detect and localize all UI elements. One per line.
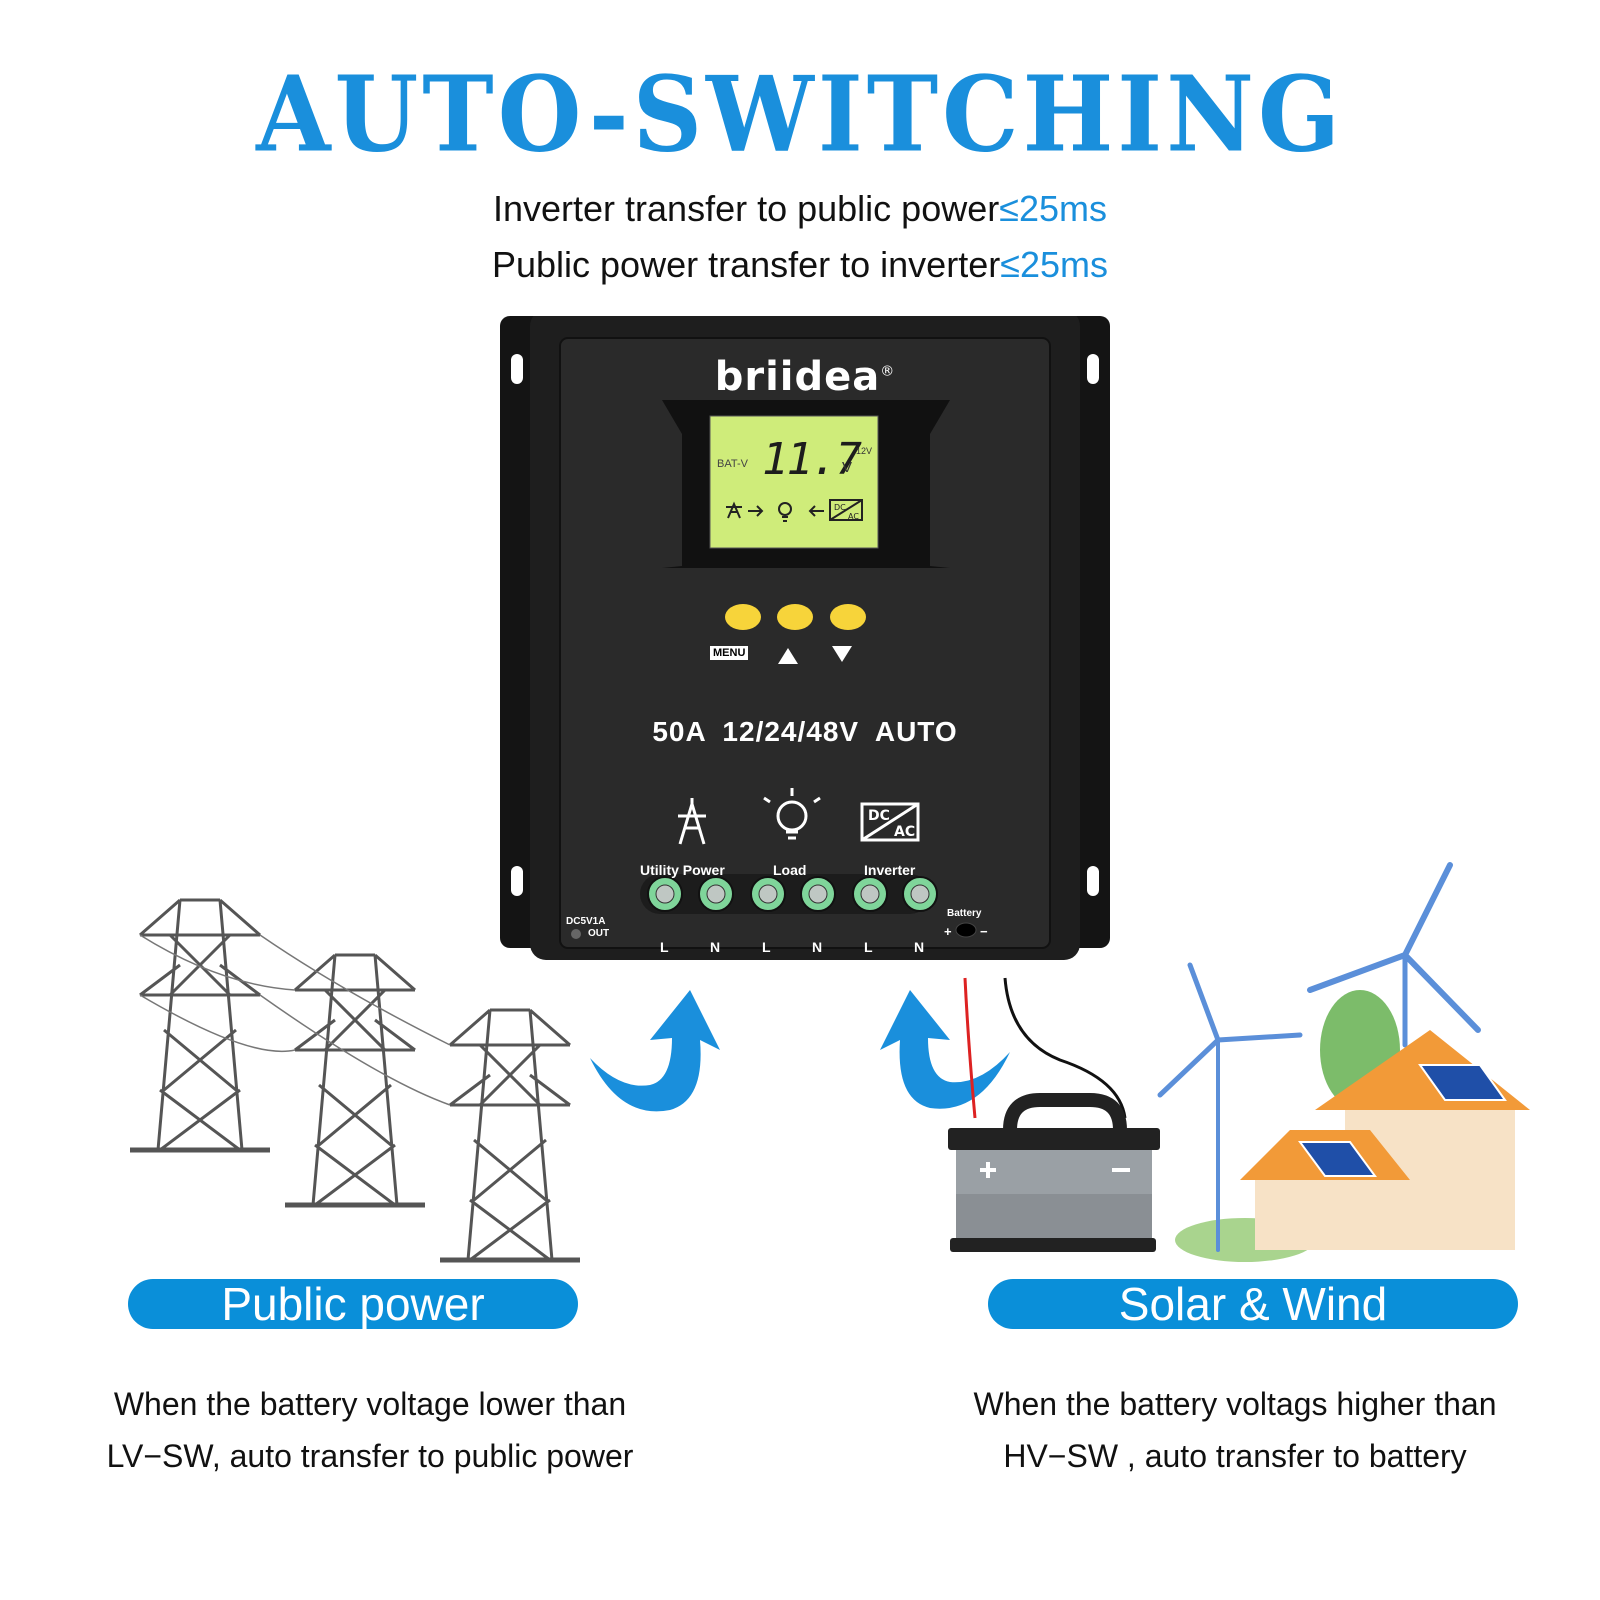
spec-line-value: ≤25ms <box>1000 244 1108 285</box>
menu-label: MENU <box>710 646 749 660</box>
arrow-up-icon <box>880 990 1010 1109</box>
terminal-screw-head <box>655 884 675 904</box>
terminal-label-load: Load <box>773 862 807 878</box>
svg-text:DC: DC <box>868 808 890 824</box>
battery-port-label: Battery <box>947 908 982 919</box>
terminal-label-inverter: Inverter <box>864 862 916 878</box>
menu-button[interactable] <box>725 604 761 630</box>
terminal-letter: N <box>812 939 823 955</box>
svg-text:AC: AC <box>894 824 915 840</box>
svg-text:DC: DC <box>834 503 846 512</box>
up-button[interactable] <box>777 604 813 630</box>
battery-minus: − <box>980 924 988 939</box>
lcd-voltage-reading: 11.7 <box>762 434 862 485</box>
lcd-label: BAT-V <box>717 458 748 470</box>
spec-line-public-to-inverter: Public power transfer to inverter≤25ms <box>0 244 1600 286</box>
description-line: When the battery voltage lower than <box>113 1386 627 1422</box>
spec-line-value: ≤25ms <box>999 188 1108 229</box>
battery-plus: + <box>944 924 952 939</box>
usb-label: DC5V1A <box>566 916 606 927</box>
description-line: HV−SW , auto transfer to battery <box>1003 1438 1467 1474</box>
public-power-pill: Public power <box>128 1279 578 1329</box>
usb-sub-label: OUT <box>588 928 610 939</box>
spec-line-inverter-to-public: Inverter transfer to public power≤25ms <box>0 188 1600 230</box>
public-power-description: When the battery voltage lower than LV−S… <box>30 1378 710 1482</box>
terminal-screw-head <box>706 884 726 904</box>
terminal-screw-head <box>808 884 828 904</box>
terminal-screw-head <box>910 884 930 904</box>
house-icon <box>1240 1030 1530 1250</box>
charge-controller: DC AC DC AC briidea® BAT-V 11.7 V 12V ME… <box>500 316 1110 976</box>
page-title: AUTO-SWITCHING <box>256 53 1344 176</box>
terminal-label-utility: Utility Power <box>640 862 725 878</box>
description-line: When the battery voltags higher than <box>973 1386 1497 1422</box>
arrow-up-icon <box>590 990 720 1112</box>
solar-wind-description: When the battery voltags higher than HV−… <box>920 1378 1550 1482</box>
description-line: LV−SW, auto transfer to public power <box>106 1438 634 1474</box>
brand-logo: briidea® <box>714 354 896 400</box>
terminal-letter: L <box>864 939 873 955</box>
down-button[interactable] <box>830 604 866 630</box>
lcd-unit: V <box>842 459 853 476</box>
terminal-screw-head <box>758 884 778 904</box>
terminal-letter: N <box>710 939 721 955</box>
terminal-letter: N <box>914 939 925 955</box>
battery-icon <box>948 1093 1160 1252</box>
spec-line-text: Public power transfer to inverter <box>491 244 1001 285</box>
controller-body-graphic: DC AC DC AC <box>500 316 1110 960</box>
svg-text:AC: AC <box>848 512 859 521</box>
terminal-screw-head <box>860 884 880 904</box>
terminal-letter: L <box>762 939 771 955</box>
solar-wind-pill: Solar & Wind <box>988 1279 1518 1329</box>
rating-label: 50A 12/24/48V AUTO <box>652 716 958 747</box>
spec-line-text: Inverter transfer to public power <box>492 188 1000 229</box>
wind-turbine-icon <box>1157 862 1481 1252</box>
lcd-battery-tag: 12V <box>856 446 873 456</box>
terminal-letter: L <box>660 939 669 955</box>
